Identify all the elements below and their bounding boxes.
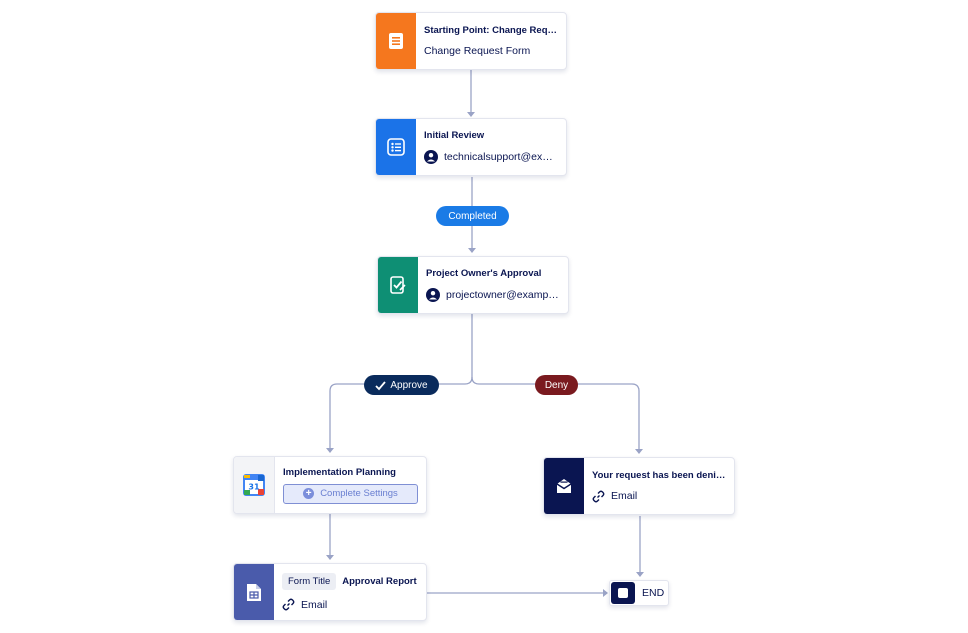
link-icon: [592, 490, 605, 503]
envelope-icon: [555, 478, 573, 494]
node-end[interactable]: END: [609, 580, 669, 606]
document-icon: [388, 32, 404, 50]
node-title: Initial Review: [424, 130, 485, 141]
approve-label[interactable]: Approve: [364, 375, 439, 395]
approve-text: Approve: [390, 379, 428, 391]
node-title: Implementation Planning: [283, 466, 396, 478]
arrowhead: [636, 572, 644, 577]
assignee-email: technicalsupport@example.com: [444, 151, 558, 163]
completed-label[interactable]: Completed: [436, 206, 509, 226]
node-title: Project Owner's Approval: [426, 268, 542, 279]
node-title: Approval Report: [342, 576, 417, 587]
node-request-denied[interactable]: Your request has been denied. Email: [543, 457, 735, 515]
form-name: Change Request Form: [424, 45, 531, 57]
link-icon: [282, 598, 295, 611]
approval-badge: [378, 257, 418, 313]
arrowhead: [467, 112, 475, 117]
user-icon: [426, 288, 440, 302]
report-badge: [234, 564, 274, 620]
node-starting-point[interactable]: Starting Point: Change Request Form Chan…: [375, 12, 567, 70]
arrowhead: [603, 589, 608, 597]
form-title-tag: Form Title: [282, 573, 337, 590]
approval-icon: [389, 275, 407, 295]
arrowhead: [326, 555, 334, 560]
complete-settings-label: Complete Settings: [320, 488, 398, 499]
approve-icon: [375, 380, 387, 391]
deny-text: Deny: [544, 379, 569, 391]
email-label: Email: [301, 598, 328, 611]
email-label: Email: [611, 490, 638, 502]
plus-icon: +: [303, 488, 315, 499]
completed-text: Completed: [448, 210, 497, 222]
checklist-icon: [387, 138, 405, 156]
user-icon: [424, 150, 438, 164]
assignee-email: projectowner@example.com: [446, 289, 560, 301]
complete-settings-button[interactable]: + Complete Settings: [283, 483, 418, 504]
node-title: Your request has been denied.: [592, 469, 726, 481]
implementation-badge: 31: [234, 457, 275, 513]
calendar-icon: 31: [243, 474, 265, 496]
node-title: Starting Point: Change Request Form: [424, 25, 558, 36]
report-icon: [246, 583, 262, 602]
node-initial-review[interactable]: Initial Review technicalsupport@example.…: [375, 118, 567, 176]
start-badge: [376, 13, 416, 69]
denied-badge: [544, 458, 584, 514]
arrowhead: [635, 449, 643, 454]
end-label: END: [642, 587, 665, 599]
deny-label[interactable]: Deny: [535, 375, 578, 395]
review-badge: [376, 119, 416, 175]
node-implementation-planning[interactable]: 31 Implementation Planning + Complete Se…: [233, 456, 427, 514]
stop-icon: [611, 582, 635, 604]
arrowhead: [468, 248, 476, 253]
node-approval-report[interactable]: Form Title Approval Report Email: [233, 563, 427, 621]
edge-approval-branch-right: [471, 376, 640, 453]
arrowhead: [326, 448, 334, 453]
node-project-owner-approval[interactable]: Project Owner's Approval projectowner@ex…: [377, 256, 569, 314]
calendar-day: 31: [248, 483, 260, 492]
